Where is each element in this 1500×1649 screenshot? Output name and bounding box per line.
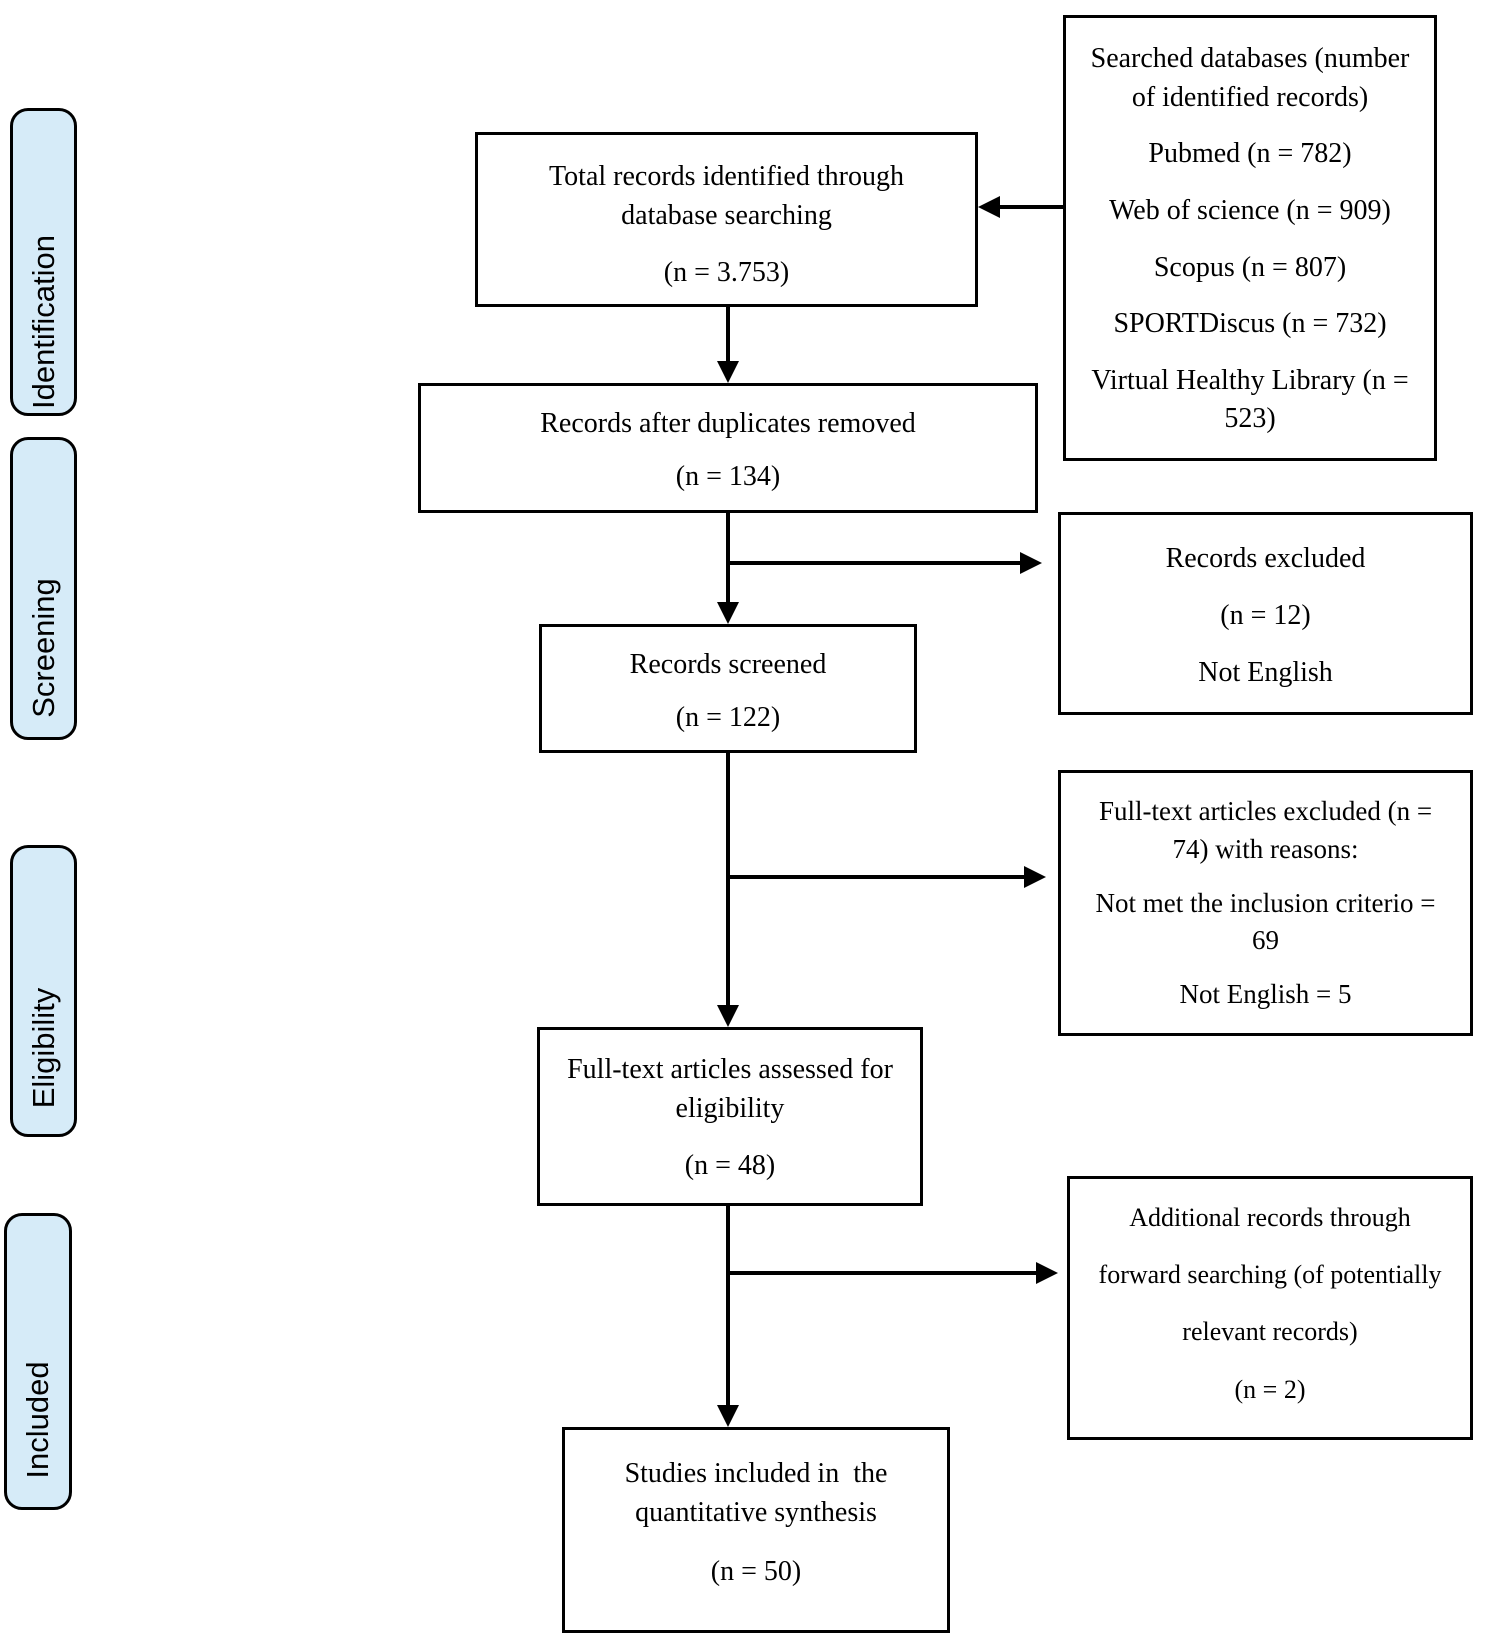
stage-label-eligibility: Eligibility — [25, 987, 61, 1109]
stage-label-included: Included — [20, 1361, 55, 1479]
box-records-screened-text: Records screened — [629, 649, 827, 680]
stage-pill-included: Included — [4, 1213, 72, 1510]
box-fulltext-excluded: Full-text articles excluded (n = 74) wit… — [1058, 770, 1473, 1036]
connector-duplicates-to-screened — [726, 513, 730, 604]
stage-label-identification: Identification — [25, 235, 61, 410]
arrowhead-down-into-duplicates — [717, 361, 739, 383]
connector-assessed-to-studies — [726, 1206, 730, 1407]
box-searched-databases: Searched databases (number of identified… — [1063, 15, 1437, 461]
arrowhead-down-into-screened — [717, 602, 739, 624]
arrowhead-left-into-total — [978, 196, 1000, 218]
box-records-screened: Records screened (n = 122) — [539, 624, 917, 753]
box-fulltext-assessed: Full-text articles assessed for eligibil… — [537, 1027, 923, 1206]
database-pubmed: Pubmed (n = 782) — [1148, 138, 1352, 170]
box-additional-records: Additional records through forward searc… — [1067, 1176, 1473, 1440]
arrowhead-right-into-fulltext-excluded — [1024, 866, 1046, 888]
database-scopus: Scopus (n = 807) — [1153, 251, 1347, 283]
connector-branch-to-fulltext-excluded — [728, 875, 1024, 879]
stage-pill-screening: Screening — [10, 437, 77, 740]
connector-branch-to-additional-records — [728, 1271, 1036, 1275]
box-duplicates-removed-text: Records after duplicates removed — [540, 408, 916, 439]
box-records-screened-count: (n = 122) — [675, 702, 781, 734]
box-total-records: Total records identified through databas… — [475, 132, 978, 307]
connector-branch-to-records-excluded — [728, 561, 1020, 565]
box-total-records-count: (n = 3.753) — [663, 257, 790, 289]
additional-records-text: Additional records through forward searc… — [1098, 1203, 1442, 1404]
records-excluded-text: Records excluded — [1165, 543, 1366, 574]
stage-pill-eligibility: Eligibility — [10, 845, 77, 1137]
box-total-records-text: Total records identified through databas… — [549, 161, 904, 232]
box-fulltext-assessed-count: (n = 48) — [684, 1150, 776, 1182]
database-sportdiscus: SPORTDiscus (n = 732) — [1113, 308, 1387, 340]
stage-label-screening: Screening — [25, 578, 61, 718]
arrowhead-down-into-assessed — [717, 1005, 739, 1027]
box-duplicates-removed-count: (n = 134) — [675, 461, 781, 493]
stage-pill-identification: Identification — [10, 108, 77, 416]
box-duplicates-removed: Records after duplicates removed (n = 13… — [418, 383, 1038, 513]
box-records-excluded: Records excluded (n = 12) Not English — [1058, 512, 1473, 715]
box-fulltext-assessed-text: Full-text articles assessed for eligibil… — [567, 1054, 893, 1125]
database-virtual-healthy-library: Virtual Healthy Library (n = 523) — [1091, 364, 1409, 435]
fulltext-excluded-reason-1: Not met the inclusion criterio = 69 — [1095, 887, 1436, 956]
database-web-of-science: Web of science (n = 909) — [1109, 194, 1391, 226]
arrowhead-down-into-studies — [717, 1405, 739, 1427]
searched-databases-title: Searched databases (number of identified… — [1090, 43, 1410, 113]
records-excluded-count: (n = 12) — [1220, 600, 1311, 632]
arrowhead-right-into-records-excluded — [1020, 552, 1042, 574]
records-excluded-reason: Not English — [1198, 657, 1333, 689]
connector-databases-to-total — [1000, 205, 1063, 209]
connector-screened-to-assessed — [726, 753, 730, 1007]
box-studies-included-count: (n = 50) — [710, 1556, 802, 1588]
fulltext-excluded-reason-2: Not English = 5 — [1179, 979, 1352, 1010]
box-studies-included-text: Studies included in the quantitative syn… — [624, 1458, 888, 1529]
fulltext-excluded-title: Full-text articles excluded (n = 74) wit… — [1098, 796, 1433, 864]
connector-total-to-duplicates — [726, 307, 730, 363]
arrowhead-right-into-additional-records — [1036, 1262, 1058, 1284]
box-studies-included: Studies included in the quantitative syn… — [562, 1427, 950, 1633]
